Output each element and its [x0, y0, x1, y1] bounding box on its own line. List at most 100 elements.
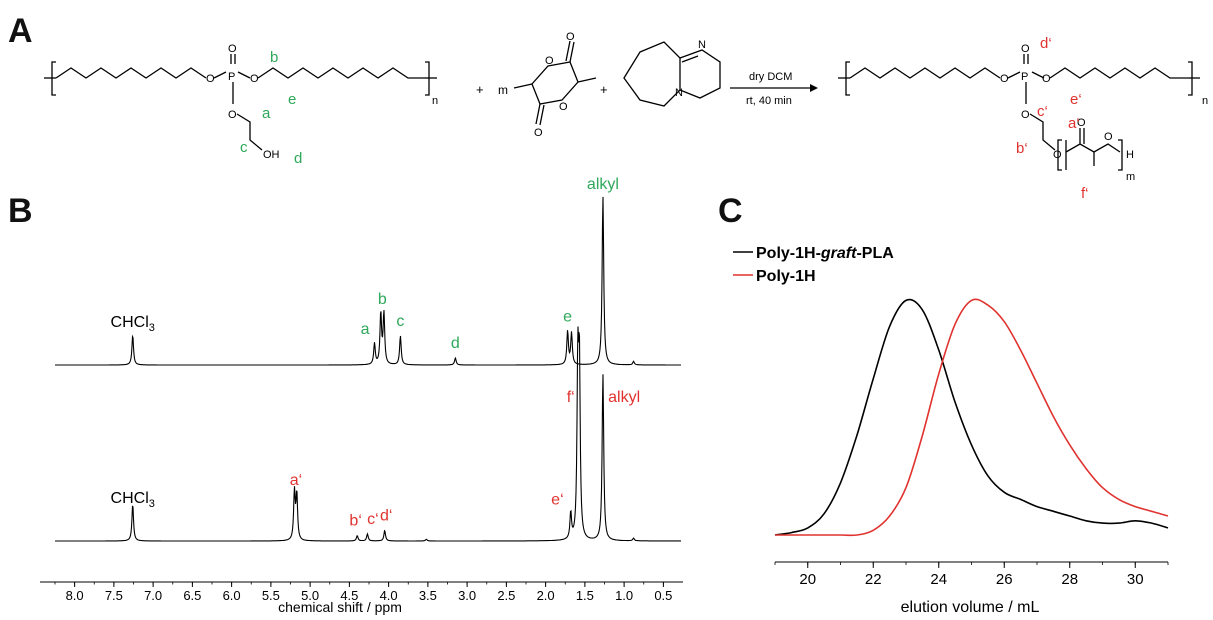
- reactant-p-double-bond: [230, 54, 236, 64]
- nmr-x-tick-label: 5.0: [301, 588, 319, 603]
- scheme-label-d-prime: d‘: [1040, 35, 1052, 52]
- nmr-peak-label: CHCl3: [111, 490, 155, 510]
- nmr-spectrum-line-1: [55, 196, 681, 366]
- nmr-x-tick-label: 4.0: [380, 588, 398, 603]
- panel-label-a: A: [8, 12, 33, 50]
- atom-o: O: [1000, 73, 1009, 85]
- dbu-molecule: [623, 41, 721, 107]
- repeat-m: m: [498, 83, 508, 97]
- atom-o: O: [1042, 73, 1051, 85]
- atom-o: O: [566, 31, 575, 43]
- nmr-peak-label: a‘: [290, 472, 302, 489]
- sec-chromatogram: 20 22 24 26 28 30: [774, 298, 1169, 588]
- nmr-x-tick-label: 8.0: [66, 588, 84, 603]
- sec-x-tick-label: 28: [1061, 571, 1078, 588]
- reactant-pendant-chain: [236, 113, 263, 151]
- atom-o: O: [206, 73, 215, 85]
- atom-o: O: [228, 43, 237, 55]
- nmr-peak-label: d: [451, 335, 460, 352]
- sec-x-tick-label: 20: [799, 571, 816, 588]
- nmr-x-tick-label: 1.0: [615, 588, 633, 603]
- reactant-alkyl-chain-right: [257, 67, 425, 79]
- nmr-peak-label: e: [563, 309, 572, 326]
- scheme-label-c: c: [240, 139, 248, 156]
- nmr-x-tick-label: 4.5: [340, 588, 358, 603]
- atom-h: H: [1126, 149, 1134, 161]
- nmr-peak-label: alkyl: [608, 389, 640, 406]
- reactant-p-o-bond-right: [237, 71, 251, 79]
- nmr-x-tick-label: 6.0: [223, 588, 241, 603]
- scheme-label-a: a: [262, 105, 271, 122]
- scheme-label-d: d: [294, 150, 302, 167]
- scheme-label-b-prime: b‘: [1016, 140, 1028, 157]
- atom-o: O: [1021, 109, 1030, 121]
- atom-p: P: [1021, 71, 1028, 83]
- legend-label-graft: Poly-1H-graft-PLA: [756, 245, 894, 262]
- atom-o: O: [1021, 43, 1030, 55]
- nmr-x-tick-label: 3.5: [419, 588, 437, 603]
- plus-sign: +: [476, 82, 484, 97]
- atom-o: O: [559, 101, 568, 113]
- sec-trace-1: [774, 298, 1169, 536]
- scheme-label-f-prime: f‘: [1081, 185, 1089, 202]
- atom-o: O: [1077, 117, 1086, 129]
- scheme-label-b: b: [270, 49, 278, 66]
- scheme-label-e: e: [288, 91, 296, 108]
- atom-o: O: [545, 55, 554, 67]
- atom-n: N: [675, 87, 683, 99]
- atom-o: O: [228, 109, 237, 121]
- nmr-x-tick-label: 7.5: [105, 588, 123, 603]
- repeat-m: m: [1126, 171, 1135, 183]
- nmr-x-tick-label: 5.5: [262, 588, 280, 603]
- nmr-peak-label: b: [378, 291, 387, 308]
- scheme-label-e-prime: e‘: [1070, 91, 1082, 108]
- nmr-x-tick-label: 2.5: [497, 588, 515, 603]
- reactant-p-o-bond-left: [213, 71, 227, 79]
- reaction-arrow: [730, 84, 818, 92]
- nmr-peak-label: a: [361, 321, 370, 338]
- nmr-peak-label: e‘: [551, 492, 563, 509]
- panel-label-b: B: [8, 192, 33, 230]
- nmr-x-axis-label: chemical shift / ppm: [278, 599, 402, 615]
- atom-p: P: [228, 71, 235, 83]
- scheme-label-c-prime: c‘: [1037, 103, 1048, 120]
- reactant-atoms: O P O O O OH n: [206, 43, 438, 161]
- atom-o: O: [1104, 131, 1113, 143]
- nmr-x-tick-label: 2.0: [537, 588, 555, 603]
- atom-o: O: [1053, 149, 1062, 161]
- atom-o: O: [534, 127, 543, 139]
- nmr-peak-label: CHCl3: [111, 314, 155, 334]
- reactant-labels: a b c d e: [240, 49, 302, 167]
- nmr-peak-label: c‘: [367, 511, 379, 528]
- nmr-peak-label: c: [396, 313, 404, 330]
- legend-label-poly1h: Poly-1H: [756, 268, 816, 285]
- nmr-peak-label: d‘: [380, 507, 392, 524]
- nmr-x-tick-label: 3.0: [458, 588, 476, 603]
- sec-x-tick-label: 22: [865, 571, 882, 588]
- condition-solvent: dry DCM: [749, 71, 792, 83]
- nmr-x-tick-label: 0.5: [654, 588, 672, 603]
- repeat-n: n: [1202, 95, 1208, 107]
- atom-o: O: [250, 73, 259, 85]
- nmr-x-tick-label: 6.5: [183, 588, 201, 603]
- sec-x-axis-label: elution volume / mL: [901, 599, 1040, 616]
- sec-x-tick-label: 30: [1127, 571, 1144, 588]
- nmr-peak-label: f‘: [567, 389, 575, 406]
- plus-sign: +: [600, 82, 608, 97]
- panel-label-c: C: [718, 192, 743, 230]
- reactant-alkyl-chain-left: [55, 67, 207, 79]
- reaction-scheme: [44, 54, 437, 151]
- product-polymer: [838, 54, 1200, 171]
- nmr-peak-label: b‘: [349, 513, 361, 530]
- atom-n: N: [698, 39, 706, 51]
- sec-x-tick-label: 24: [930, 571, 947, 588]
- sec-trace-2: [775, 298, 1169, 537]
- scheme-label-a-prime: a‘: [1068, 115, 1080, 132]
- nmr-peak-label: alkyl: [587, 176, 619, 193]
- sec-legend: Poly-1H-graft-PLA Poly-1H: [733, 245, 894, 285]
- repeat-n: n: [432, 95, 438, 107]
- sec-x-tick-label: 26: [996, 571, 1013, 588]
- nmr-x-tick-label: 1.5: [576, 588, 594, 603]
